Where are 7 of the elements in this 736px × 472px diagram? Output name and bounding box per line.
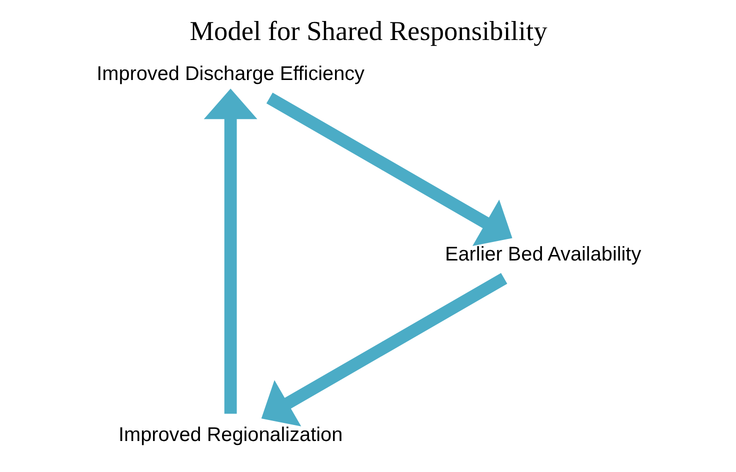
node-text: Improved Discharge Efficiency [96, 63, 364, 86]
arrow [203, 88, 257, 414]
diagram-title: Model for Shared Responsibility [189, 16, 547, 46]
arrow [266, 92, 512, 246]
arrow [260, 272, 507, 426]
node-text: Improved Regionalization [118, 424, 342, 446]
node-text: Earlier Bed Availability [444, 244, 641, 266]
